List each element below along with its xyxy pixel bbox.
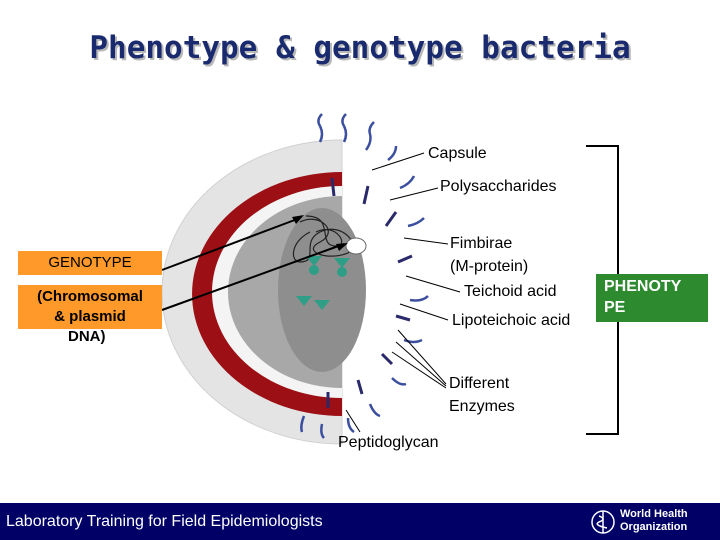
phenotype-line2: PE (604, 299, 626, 316)
who-emblem-icon (591, 510, 615, 534)
nucleoid (278, 208, 366, 372)
who-line2: Organization (620, 521, 688, 533)
slide-title: Phenotype & genotype bacteria (89, 30, 631, 66)
leader-lines (345, 152, 461, 433)
who-text: World Health Organization (620, 508, 688, 534)
label-peptidoglycan: Peptidoglycan (338, 434, 439, 451)
fimbriae (300, 113, 429, 439)
genotype-line2: & plasmid (54, 308, 126, 325)
label-polysaccharides: Polysaccharides (440, 178, 557, 195)
genotype-desc-box: (Chromosomal & plasmid (18, 285, 162, 329)
label-lipoteichoic-acid: Lipoteichoic acid (452, 312, 571, 329)
label-enzymes: Enzymes (449, 398, 515, 415)
ribosomes (296, 256, 350, 310)
label-fimbirae: Fimbirae (450, 235, 513, 252)
genotype-line1: (Chromosomal (37, 288, 143, 305)
label-teichoid-acid: Teichoid acid (464, 283, 557, 300)
label-different: Different (449, 375, 510, 392)
genotype-title-box: GENOTYPE (18, 251, 162, 275)
footer-text: Laboratory Training for Field Epidemiolo… (6, 513, 323, 530)
label-m-protein: (M-protein) (450, 258, 529, 275)
genotype-arrows (161, 217, 345, 311)
phenotype-box: PHENOTY PE (596, 274, 708, 322)
label-capsule: Capsule (428, 145, 487, 162)
who-line1: World Health (620, 508, 688, 520)
plasmid (345, 237, 367, 255)
genotype-line3: DNA) (68, 328, 106, 345)
teichoic-strands (326, 177, 413, 408)
footer-bar: Laboratory Training for Field Epidemiolo… (0, 503, 720, 540)
phenotype-line1: PHENOTY (604, 278, 682, 295)
who-logo: World Health Organization (590, 508, 716, 538)
